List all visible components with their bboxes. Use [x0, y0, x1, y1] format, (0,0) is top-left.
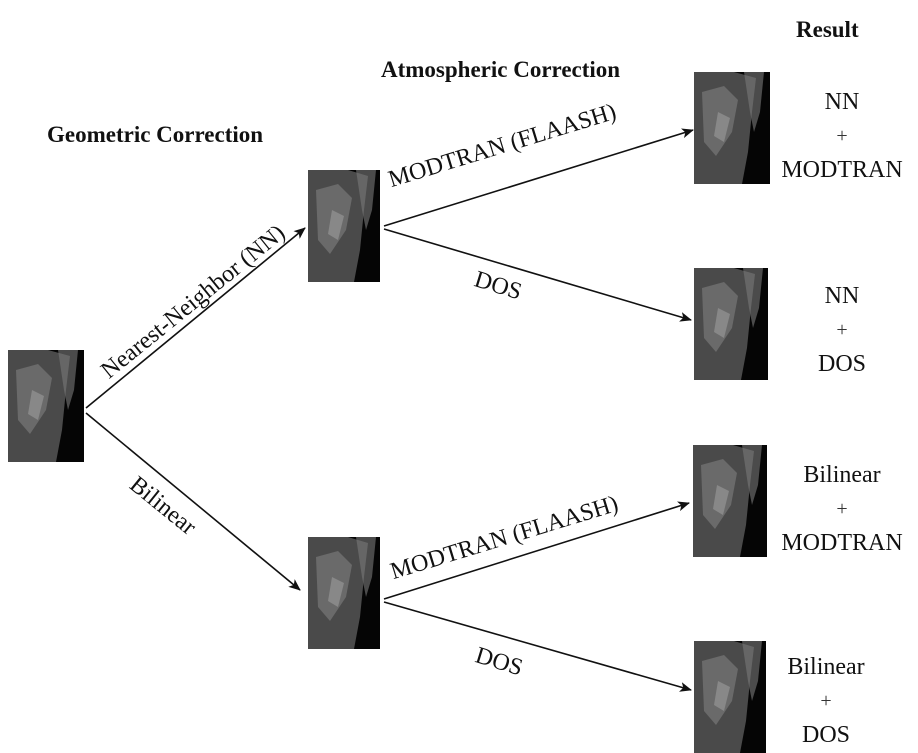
result-method: NN	[824, 89, 860, 115]
satellite-image-nn-dos	[694, 268, 768, 380]
satellite-image-bilinear	[308, 537, 380, 649]
result-correction: MODTRAN	[781, 530, 903, 556]
arrow-dos-bottom	[383, 601, 692, 692]
result-bilinear-modtran: Bilinear + MODTRAN	[768, 458, 916, 560]
result-correction: MODTRAN	[781, 157, 903, 183]
satellite-image-nn-modtran	[694, 72, 770, 184]
arrow-dos-top	[383, 228, 692, 322]
result-plus: +	[820, 690, 832, 712]
result-correction: DOS	[801, 722, 850, 748]
satellite-image-nn	[308, 170, 380, 282]
result-nn-modtran: NN + MODTRAN	[768, 85, 916, 187]
header-result: Result	[796, 17, 859, 42]
header-geometric-correction: Geometric Correction	[47, 122, 264, 147]
satellite-image-bilinear-modtran	[693, 445, 767, 557]
arrow-modtran-bottom	[383, 501, 690, 600]
header-atmospheric-correction: Atmospheric Correction	[381, 57, 621, 82]
arrow-bilinear	[85, 412, 301, 591]
result-nn-dos: NN + DOS	[768, 279, 916, 381]
result-plus: +	[836, 319, 848, 341]
result-plus: +	[836, 125, 848, 147]
result-plus: +	[836, 498, 848, 520]
result-method: Bilinear	[803, 462, 881, 488]
result-bilinear-dos: Bilinear + DOS	[752, 650, 900, 752]
arrow-modtran-top	[383, 128, 694, 227]
satellite-image-input	[8, 350, 84, 462]
satellite-image-bilinear-dos	[694, 641, 766, 753]
arrow-nn	[85, 227, 306, 409]
result-method: NN	[824, 283, 860, 309]
result-method: Bilinear	[787, 654, 865, 680]
result-correction: DOS	[817, 351, 866, 377]
